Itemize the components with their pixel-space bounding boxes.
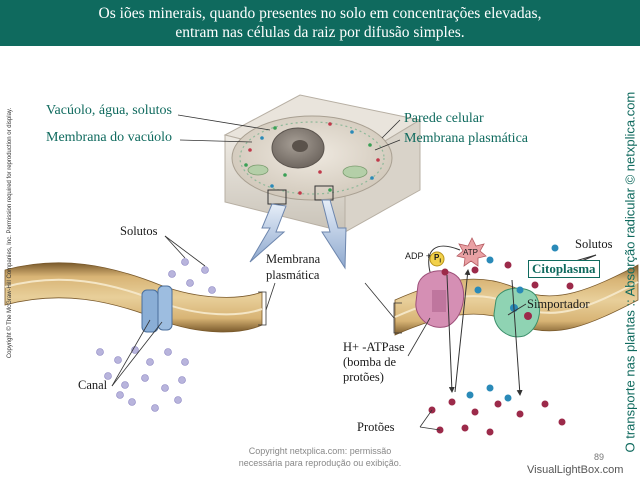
membrane-right — [394, 264, 639, 338]
ions-right — [428, 244, 574, 436]
label-membrana-plasmatica-top: Membrana plasmática — [404, 131, 529, 146]
label-protoes: Protões — [357, 420, 395, 434]
footer-line-2: necessária para reprodução ou exibição. — [238, 458, 402, 468]
page-number: 89 — [594, 452, 605, 462]
label-hatpase-3: protões) — [343, 370, 384, 384]
header-line-2: entram nas células da raiz por difusão s… — [175, 24, 465, 41]
label-simportador: Simportador — [527, 297, 590, 311]
watermark: VisualLightBox.com — [527, 464, 624, 476]
label-solutos-left: Solutos — [120, 224, 158, 238]
footer-copyright: Copyright netxplica.com: permissão neces… — [200, 445, 440, 469]
label-solutos-right: Solutos — [575, 237, 613, 251]
label-membrana-mid-2: plasmática — [266, 268, 320, 282]
label-canal: Canal — [78, 378, 108, 392]
solutes-left — [96, 258, 216, 412]
label-parede-celular: Parede celular — [404, 111, 484, 126]
proton-pump — [415, 270, 464, 328]
header-banner: Os iões minerais, quando presentes no so… — [0, 0, 640, 46]
atp-glyphs — [429, 237, 487, 267]
label-pi-sub: i — [439, 258, 442, 265]
label-membrana-mid-1: Membrana — [266, 252, 321, 266]
plant-cell-illustration — [223, 94, 422, 233]
leader-lines-left — [111, 235, 441, 431]
channel-protein — [141, 285, 173, 333]
zoom-arrows — [249, 199, 347, 270]
cell-dots — [244, 122, 380, 195]
label-pi-text: P — [434, 253, 440, 262]
label-hatpase-1: H+ -ATPase — [343, 340, 405, 354]
side-title-right: O transporte nas plantas :: Absorção rad… — [622, 91, 638, 453]
membrane-brackets — [258, 282, 402, 334]
label-membrana-vacuolo: Membrana do vacúolo — [46, 130, 172, 145]
side-copyright-left: Copyright © The McGraw-Hill Companies, I… — [7, 107, 13, 359]
membrane-left — [4, 262, 263, 333]
footer-line-1: Copyright netxplica.com: permissão — [248, 446, 392, 456]
label-vacuolo: Vacúolo, água, solutos — [46, 103, 172, 118]
label-hatpase-2: (bomba de — [343, 355, 397, 369]
leader-lines-top — [177, 114, 401, 151]
label-pi: Pi — [434, 253, 441, 265]
label-atp: ATP — [463, 248, 478, 257]
header-line-1: Os iões minerais, quando presentes no so… — [98, 5, 542, 22]
label-citoplasma: Citoplasma — [528, 260, 600, 278]
symporter — [493, 287, 540, 338]
label-adp: ADP + — [405, 251, 432, 261]
